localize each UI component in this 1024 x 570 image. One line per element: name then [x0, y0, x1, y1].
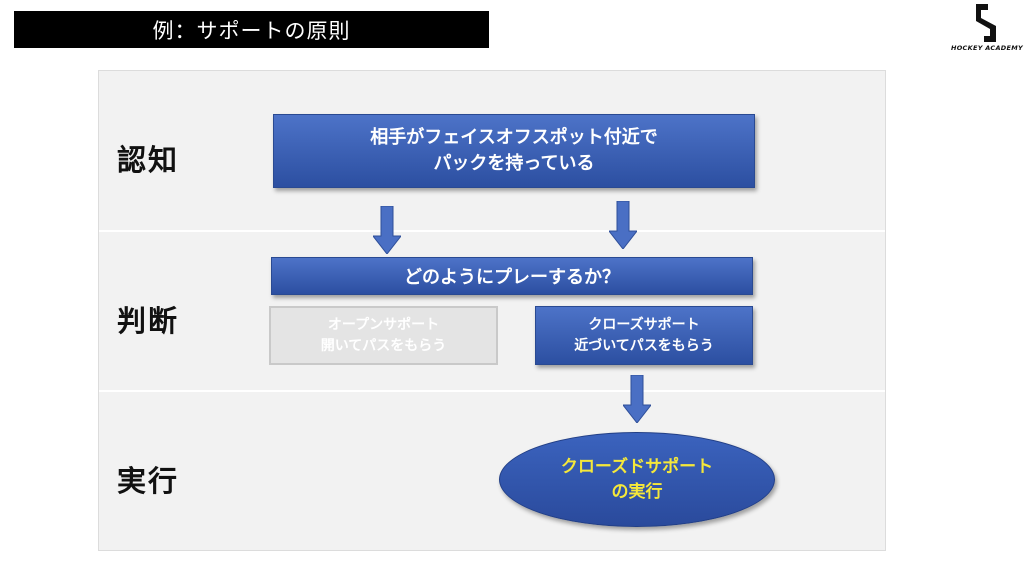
situation-line1: 相手がフェイスオフスポット付近で: [370, 127, 658, 148]
execute-line1: クローズドサポート: [560, 456, 714, 477]
stage-divider: [99, 230, 885, 232]
open-support-line2: 開いてパスをもらう: [320, 337, 447, 354]
situation-box: 相手がフェイスオフスポット付近で パックを持っている: [273, 114, 755, 188]
slide-title: 例：サポートの原則: [14, 11, 489, 48]
close-support-box: クローズサポート 近づいてパスをもらう: [535, 306, 753, 365]
open-support-box: オープンサポート 開いてパスをもらう: [269, 306, 498, 365]
execute-line2: の実行: [611, 481, 663, 502]
question-box: どのようにプレーするか？: [271, 257, 753, 295]
stage-divider: [99, 390, 885, 392]
hockey-academy-logo: HOCKEY ACADEMY: [950, 4, 1024, 56]
stage-label-execution: 実行: [117, 464, 180, 498]
logo-s-icon: [976, 4, 996, 42]
arrow-down-icon: [373, 206, 401, 254]
close-support-line1: クローズサポート: [588, 316, 700, 333]
stage-label-recognition: 認知: [117, 143, 180, 177]
arrow-down-icon: [609, 201, 637, 249]
arrow-down-icon: [623, 375, 651, 423]
logo-text: HOCKEY ACADEMY: [950, 44, 1024, 52]
stage-label-judgment: 判断: [117, 304, 180, 338]
diagram-panel: 認知 判断 実行 相手がフェイスオフスポット付近で パックを持っている どのよう…: [98, 70, 886, 551]
execute-oval: クローズドサポート の実行: [499, 432, 775, 527]
close-support-line2: 近づいてパスをもらう: [574, 337, 714, 354]
open-support-line1: オープンサポート: [327, 316, 440, 333]
situation-line2: パックを持っている: [433, 153, 595, 174]
